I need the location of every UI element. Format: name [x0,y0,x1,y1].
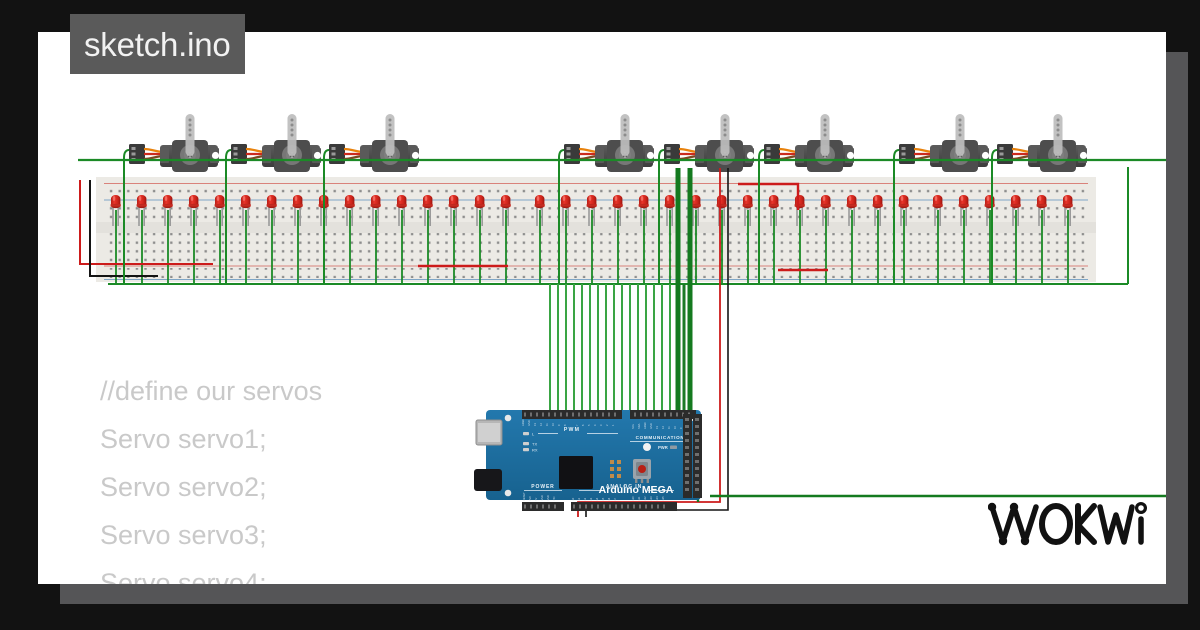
svg-text:TX: TX [532,441,537,446]
svg-text:10: 10 [551,423,555,426]
svg-text:6: 6 [581,424,585,426]
svg-text:A3: A3 [589,497,593,501]
svg-text:ANALOG IN: ANALOG IN [606,484,642,490]
svg-text:A2: A2 [583,497,587,501]
arduino-trunk [675,168,693,432]
svg-text:POWER: POWER [531,484,554,490]
svg-text:A11: A11 [637,496,641,501]
svg-text:A15: A15 [661,496,665,501]
svg-text:SDA: SDA [637,423,641,429]
svg-text:4: 4 [593,424,597,426]
svg-text:5V: 5V [534,498,538,501]
svg-text:A7: A7 [613,497,617,501]
simulation-canvas[interactable]: #in //define our servos Servo servo1; Se… [38,32,1166,584]
svg-text:A13: A13 [649,496,653,501]
svg-text:13: 13 [655,426,659,429]
pcb-label-analog-in: ANALOG IN [579,484,674,491]
svg-text:A0: A0 [571,497,575,501]
svg-text:VIN: VIN [552,497,556,501]
svg-text:9: 9 [679,427,683,429]
svg-text:3V3: 3V3 [528,496,532,501]
svg-text:RESET: RESET [522,492,526,501]
svg-text:2: 2 [605,424,609,426]
pcb-label-power: POWER [524,484,562,491]
pcb-label-pwm: PWM [538,427,618,434]
svg-text:7: 7 [575,424,579,426]
servo-bus-wires [78,149,1166,284]
svg-text:GND: GND [527,420,531,426]
breadboard [96,177,1096,282]
arduino-ribbon [549,284,671,424]
svg-text:10: 10 [673,426,677,429]
svg-text:A5: A5 [601,497,605,501]
board-name-label: Arduino MEGA [599,484,674,496]
svg-text:3: 3 [599,424,603,426]
svg-text:11: 11 [545,423,549,426]
svg-text:A4: A4 [595,497,599,501]
svg-text:COMMUNICATION: COMMUNICATION [636,435,685,440]
svg-text:GND: GND [546,495,550,501]
svg-text:AREF: AREF [521,419,525,426]
svg-text:PWR: PWR [658,445,668,450]
svg-text:12: 12 [539,423,543,426]
servo-array [127,112,1089,174]
svg-text:9: 9 [557,424,561,426]
file-tab-sketch-ino[interactable]: sketch.ino [70,14,245,74]
svg-text:8: 8 [563,424,567,426]
svg-text:GND: GND [649,423,653,429]
svg-text:5: 5 [587,424,591,426]
svg-text:GND: GND [540,495,544,501]
svg-text:A6: A6 [607,497,611,501]
svg-text:A1: A1 [577,497,581,501]
arduino-mega-board: AREF GND 13 12 11 10 9 8 7 6 5 4 3 2 [474,410,702,511]
svg-text:A10: A10 [631,496,635,501]
bottom-bus [108,167,1129,285]
pcb-label-communication: COMMUNICATION [630,435,691,442]
svg-text:SCL: SCL [631,423,635,429]
svg-text:A14: A14 [655,496,659,501]
svg-text:1: 1 [611,424,615,426]
svg-text:PWM: PWM [564,427,580,433]
svg-text:A12: A12 [643,496,647,501]
svg-text:12: 12 [661,426,665,429]
svg-text:AREF: AREF [643,422,647,429]
svg-text:13: 13 [533,423,537,426]
wokwi-logo [987,497,1148,554]
file-tab-label: sketch.ino [84,25,231,63]
svg-text:RX: RX [532,447,538,452]
circuit-diagram[interactable]: AREF GND 13 12 11 10 9 8 7 6 5 4 3 2 [38,32,1166,584]
svg-text:11: 11 [667,426,671,429]
svg-text:L: L [532,431,535,436]
